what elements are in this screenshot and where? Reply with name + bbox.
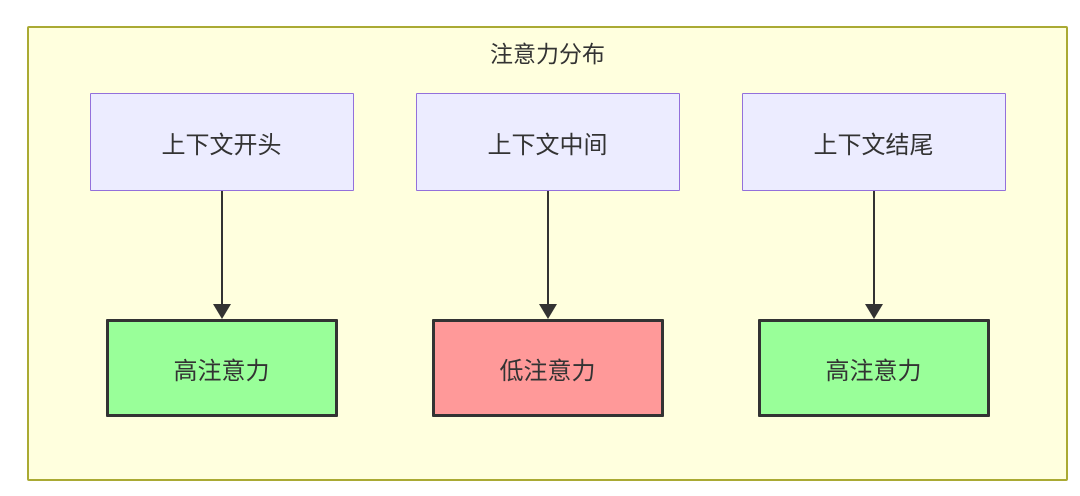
attention-distribution-diagram: 注意力分布 上下文开头 高注意力 上下文中间 低注意力 上下文结尾: [27, 26, 1068, 481]
arrow-head: [864, 304, 883, 319]
node-low-attention: 低注意力: [431, 319, 664, 417]
arrow-down-icon: [864, 191, 883, 319]
arrow-line: [872, 191, 875, 304]
arrow-head: [538, 304, 557, 319]
flow-column-context-start: 上下文开头 高注意力: [79, 93, 364, 417]
node-context-start: 上下文开头: [89, 93, 354, 191]
flow-column-context-end: 上下文结尾 高注意力: [731, 93, 1016, 417]
arrow-line: [220, 191, 223, 304]
flow-columns: 上下文开头 高注意力 上下文中间 低注意力 上下文结尾: [29, 93, 1066, 417]
arrow-down-icon: [212, 191, 231, 319]
node-high-attention-2: 高注意力: [757, 319, 990, 417]
node-context-end: 上下文结尾: [741, 93, 1006, 191]
arrow-head: [212, 304, 231, 319]
node-high-attention-1: 高注意力: [105, 319, 338, 417]
flow-column-context-middle: 上下文中间 低注意力: [405, 93, 690, 417]
arrow-line: [546, 191, 549, 304]
node-context-middle: 上下文中间: [415, 93, 680, 191]
diagram-title: 注意力分布: [490, 41, 605, 67]
arrow-down-icon: [538, 191, 557, 319]
